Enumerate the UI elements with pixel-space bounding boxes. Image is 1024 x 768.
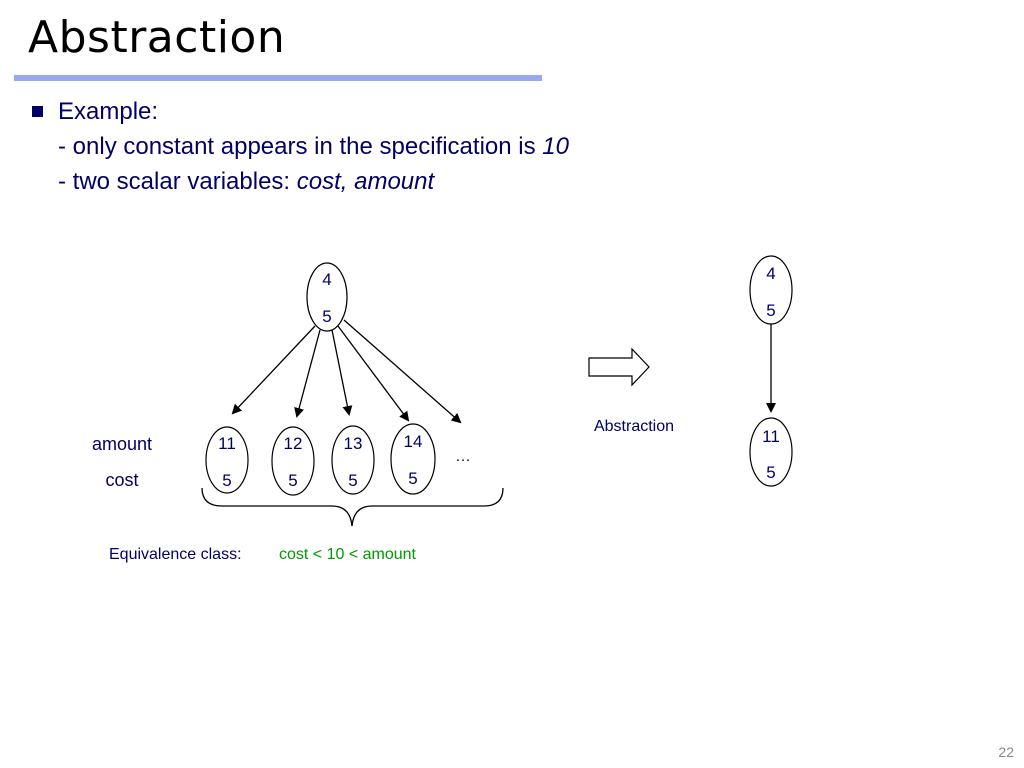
child-node-bottom: 5 (222, 471, 231, 490)
more-children-ellipsis: … (455, 448, 471, 465)
title-underline (14, 75, 542, 81)
child-node-bottom: 5 (408, 469, 417, 488)
child-node-top: 12 (284, 434, 303, 453)
child-node-bottom: 5 (348, 471, 357, 490)
example-bullet: Example: - only constant appears in the … (58, 94, 569, 199)
child-node-12: 12 5 (271, 426, 315, 496)
abstract-top-value-b: 5 (766, 301, 775, 320)
cost-label: cost (105, 470, 138, 490)
arrow-to-child-12 (294, 329, 321, 418)
equivalence-brace (201, 487, 504, 527)
child-node-top: 13 (344, 434, 363, 453)
slide-title: Abstraction (28, 12, 286, 63)
bullet-heading: Example: (58, 98, 159, 125)
arrow-to-child-14 (337, 325, 410, 422)
abstract-bottom-value-b: 5 (766, 463, 775, 482)
variables-text: - two scalar variables: (58, 168, 297, 195)
equivalence-condition: cost < 10 < amount (279, 546, 417, 563)
constant-value: 10 (542, 133, 569, 160)
equivalence-label: Equivalence class: (109, 546, 242, 563)
arrow-to-child-11 (231, 325, 316, 415)
bullet-line-constant: - only constant appears in the specifica… (58, 129, 569, 164)
abstract-top-value-a: 4 (766, 264, 775, 283)
abstract-node-bottom: 11 5 (749, 417, 793, 487)
abstraction-block-arrow-icon (588, 347, 650, 387)
root-node-top: 4 (322, 270, 331, 289)
child-node-11: 11 5 (205, 426, 249, 494)
child-node-14: 14 5 (390, 423, 436, 495)
child-node-bottom: 5 (288, 471, 297, 490)
child-node-top: 14 (404, 432, 423, 451)
page-number: 22 (998, 744, 1014, 760)
bullet-line-variables: - two scalar variables: cost, amount (58, 164, 569, 199)
child-node-top: 11 (218, 434, 236, 453)
abstract-bottom-value-a: 11 (762, 427, 780, 446)
abstract-node-top: 4 5 (749, 255, 793, 325)
root-node-bottom: 5 (322, 307, 331, 326)
abstraction-arrow-label: Abstraction (594, 418, 674, 435)
amount-label: amount (92, 434, 152, 454)
constant-text: - only constant appears in the specifica… (58, 133, 543, 160)
variables-value: cost, amount (296, 168, 435, 195)
arrow-to-child-13 (331, 329, 353, 416)
child-node-13: 13 5 (331, 425, 375, 495)
root-node: 4 5 (306, 262, 348, 332)
bullet-square-icon (32, 106, 43, 117)
arrow-to-more (343, 319, 462, 424)
